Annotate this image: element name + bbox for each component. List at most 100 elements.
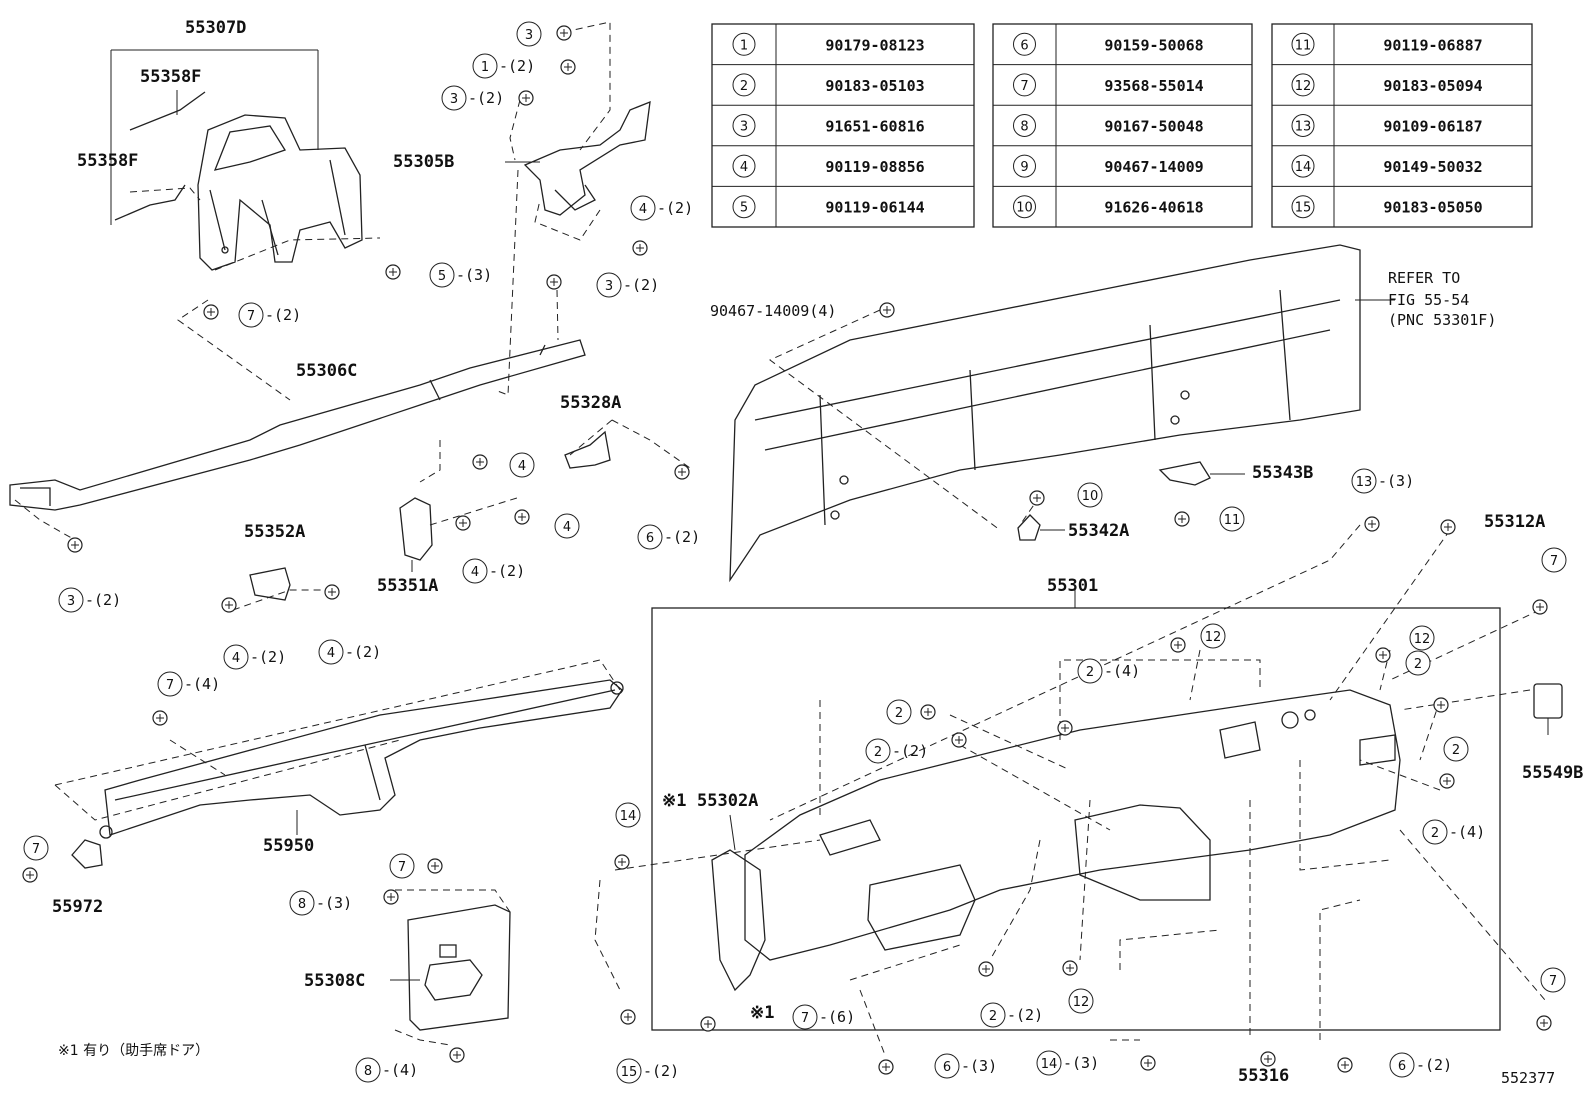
callout-circle bbox=[630, 195, 656, 221]
callout-2: 2-(2) bbox=[980, 1002, 1043, 1028]
callout-quantity: -(2) bbox=[1416, 1056, 1452, 1074]
callout-number: 8 bbox=[364, 1064, 372, 1079]
callout-number: 8 bbox=[298, 897, 306, 912]
callout-circle bbox=[980, 1002, 1006, 1028]
callout-number: 1 bbox=[481, 60, 489, 75]
table-ref-number: 6 bbox=[1020, 38, 1028, 53]
table-part-number: 91651-60816 bbox=[825, 118, 924, 136]
bolt-icon bbox=[920, 704, 936, 720]
callout-number: 7 bbox=[801, 1011, 809, 1026]
callout-circle bbox=[637, 524, 663, 550]
bolt-icon bbox=[878, 1059, 894, 1075]
callout-2: 2 bbox=[1405, 650, 1431, 676]
refer-line-2: FIG 55-54 bbox=[1388, 291, 1469, 309]
table-ref-number: 13 bbox=[1295, 120, 1312, 135]
callout-8: 8-(4) bbox=[355, 1057, 418, 1083]
callout-circle bbox=[1409, 625, 1435, 651]
table-ref-circle bbox=[1013, 114, 1036, 137]
table-ref-number: 1 bbox=[740, 38, 748, 53]
callout-number: 4 bbox=[518, 459, 526, 474]
table-part-number: 90183-05103 bbox=[825, 77, 924, 95]
panel-55301-box bbox=[651, 607, 1501, 1031]
callout-4: 4-(2) bbox=[630, 195, 693, 221]
callout-circle bbox=[1068, 988, 1094, 1014]
bolt-icon bbox=[614, 854, 630, 870]
callout-circle bbox=[1351, 468, 1377, 494]
bolt-label-90467: 90467-14009(4) bbox=[710, 302, 836, 320]
callout-6: 6-(2) bbox=[637, 524, 700, 550]
label-55950: 55950 bbox=[263, 836, 314, 856]
bolt-icon bbox=[1170, 637, 1186, 653]
bolt-icon bbox=[22, 867, 38, 883]
callout-number: 2 bbox=[895, 706, 903, 721]
fasteners bbox=[22, 25, 1552, 1075]
callout-2: 2 bbox=[886, 699, 912, 725]
callout-4: 4-(2) bbox=[462, 558, 525, 584]
bolt-icon bbox=[1057, 720, 1073, 736]
callout-circle bbox=[58, 587, 84, 613]
callout-circle bbox=[472, 53, 498, 79]
callout-number: 3 bbox=[605, 279, 613, 294]
bolt-icon bbox=[546, 274, 562, 290]
callout-circle bbox=[865, 738, 891, 764]
callout-7: 7 bbox=[389, 853, 415, 879]
table-ref-circle bbox=[1013, 32, 1036, 56]
label-55302a: 55302A bbox=[697, 791, 758, 811]
part-labels: 55307D 55358F 55358F 55305B 55306C 55328… bbox=[52, 18, 1583, 1087]
bolt-icon bbox=[221, 597, 237, 613]
table-part-number: 90167-50048 bbox=[1104, 118, 1203, 136]
callout-quantity: -(2) bbox=[623, 276, 659, 294]
bolt-icon bbox=[1375, 647, 1391, 663]
table-ref-circle bbox=[1291, 73, 1315, 97]
table-group-2 bbox=[992, 23, 1253, 228]
table-ref-number: 8 bbox=[1020, 120, 1028, 135]
bolt-icon bbox=[203, 304, 219, 320]
bolt-icon bbox=[560, 59, 576, 75]
table-part-number: 91626-40618 bbox=[1104, 199, 1203, 217]
callout-circle bbox=[1540, 967, 1566, 993]
callout-13: 13-(3) bbox=[1351, 468, 1414, 494]
label-55342a: 55342A bbox=[1068, 521, 1129, 541]
callout-quantity: -(2) bbox=[499, 57, 535, 75]
callout-quantity: -(2) bbox=[489, 562, 525, 580]
footnote: ※1 有り（助手席ドア） bbox=[58, 1043, 209, 1059]
callout-quantity: -(2) bbox=[250, 648, 286, 666]
callout-number: 3 bbox=[67, 594, 75, 609]
label-55312a: 55312A bbox=[1484, 512, 1545, 532]
bolt-icon bbox=[1536, 1015, 1552, 1031]
table-ref-circle bbox=[732, 73, 756, 97]
callout-circle bbox=[462, 558, 488, 584]
bracket-55352a bbox=[249, 567, 291, 601]
label-55343b: 55343B bbox=[1252, 463, 1313, 483]
wire-55358f bbox=[114, 91, 206, 221]
callout-circle bbox=[554, 513, 580, 539]
callout-7: 7-(2) bbox=[238, 302, 301, 328]
part-55549b bbox=[1533, 683, 1563, 735]
callout-7: 7 bbox=[1541, 547, 1567, 573]
bolt-icon bbox=[674, 464, 690, 480]
bracket-55342a bbox=[1017, 514, 1065, 541]
bolt-icon bbox=[518, 90, 534, 106]
callout-number: 5 bbox=[438, 269, 446, 284]
callout-number: 12 bbox=[1414, 632, 1431, 647]
star-note-1: ※1 bbox=[662, 791, 686, 811]
side-panel-55302a bbox=[711, 814, 766, 992]
callout-number: 7 bbox=[1550, 554, 1558, 569]
callout-circle bbox=[355, 1057, 381, 1083]
upper-dash-panel bbox=[729, 244, 1395, 583]
bolt-icon bbox=[1062, 960, 1078, 976]
callout-4: 4 -(2) bbox=[223, 644, 286, 670]
callout-number: 7 bbox=[247, 309, 255, 324]
callout-quantity: -(4) bbox=[1449, 823, 1485, 841]
callout-circle bbox=[1389, 1052, 1415, 1078]
callout-number: 3 bbox=[450, 92, 458, 107]
callout-circle bbox=[1405, 650, 1431, 676]
callout-3: 3 -(2) bbox=[596, 272, 659, 298]
callout-number: 4 bbox=[232, 651, 240, 666]
bolt-icon bbox=[152, 710, 168, 726]
table-ref-circle bbox=[732, 195, 756, 219]
callout-2: 2-(4) bbox=[1077, 658, 1140, 684]
label-55549b: 55549B bbox=[1522, 763, 1583, 783]
label-55301: 55301 bbox=[1047, 576, 1098, 596]
